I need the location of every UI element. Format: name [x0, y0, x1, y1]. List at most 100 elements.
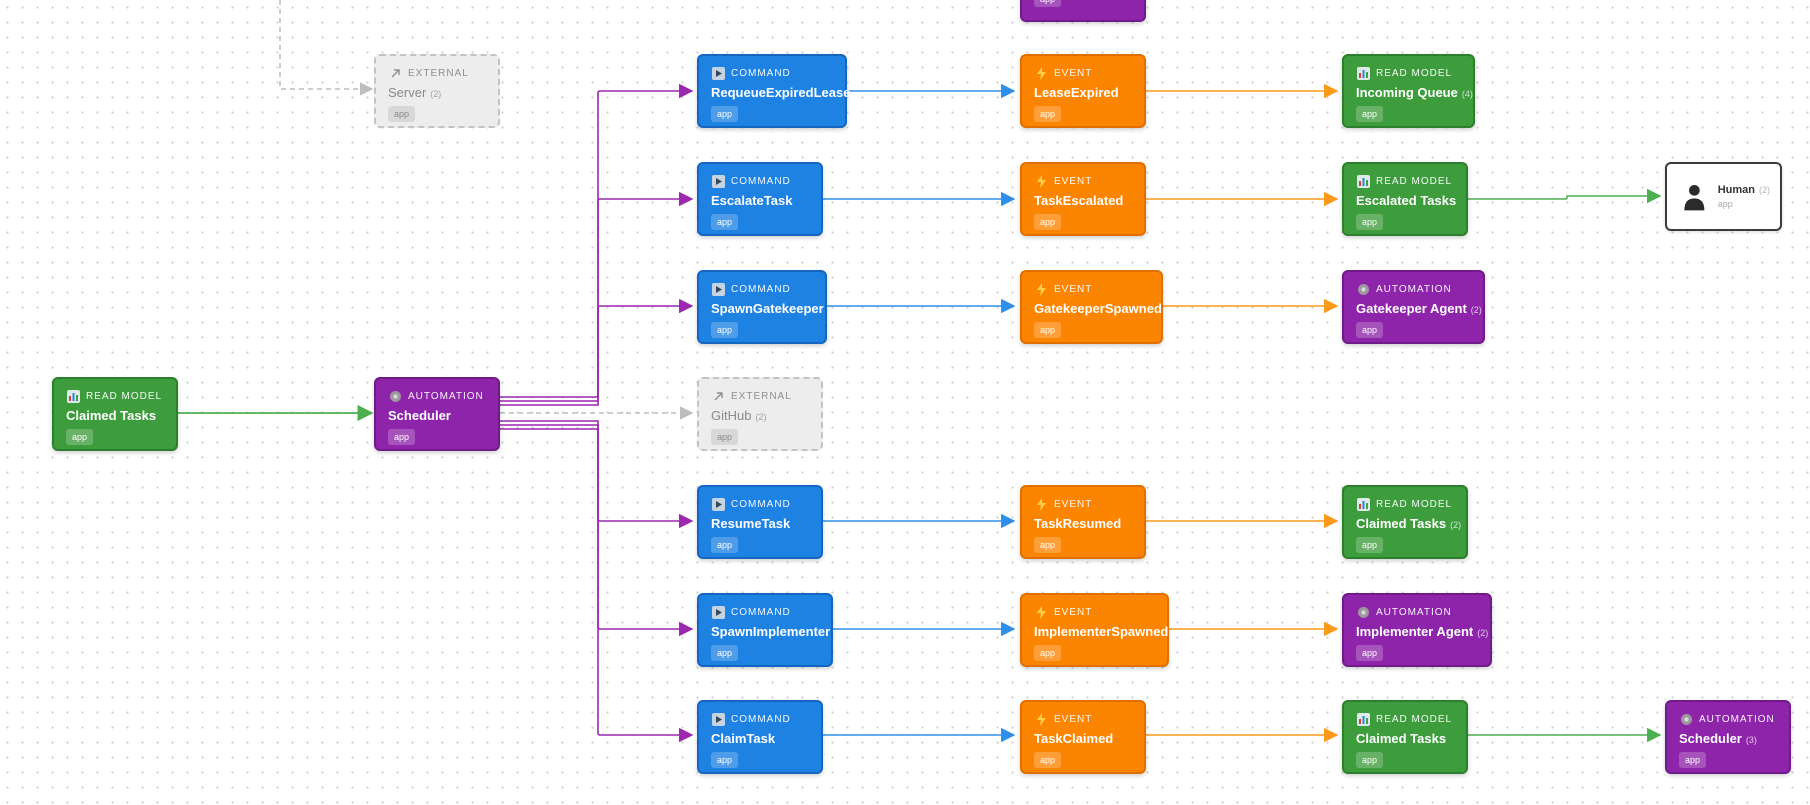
lightning-icon	[1034, 605, 1048, 619]
node-name: TaskResumed	[1034, 516, 1122, 531]
edge-sched-claim	[500, 428, 694, 743]
node-event-lease-expired[interactable]: EVENT LeaseExpired app	[1020, 54, 1146, 128]
node-title: Server(2)	[388, 85, 486, 100]
node-title: SpawnImplementer	[711, 624, 830, 639]
node-name: Scheduler	[1679, 731, 1742, 746]
node-title: SpawnGatekeeper	[711, 301, 824, 316]
node-count: (2)	[430, 89, 442, 99]
node-readmodel-claimed-tasks-left[interactable]: READ MODEL Claimed Tasks app	[52, 377, 178, 451]
node-type-row: EVENT	[1034, 65, 1132, 81]
node-badge: app	[711, 214, 739, 230]
node-badge: app	[388, 429, 416, 445]
node-title: Escalated Tasks	[1356, 193, 1457, 208]
bar-chart-icon	[1356, 497, 1370, 511]
node-readmodel-incoming-queue[interactable]: READ MODEL Incoming Queue(4) app	[1342, 54, 1475, 128]
node-type-row: COMMAND	[711, 281, 813, 297]
node-event-task-resumed[interactable]: EVENT TaskResumed app	[1020, 485, 1146, 559]
node-command-spawn-gatekeeper[interactable]: COMMAND SpawnGatekeeper app	[697, 270, 827, 344]
edge-sched-requeue	[500, 83, 694, 398]
node-readmodel-claimed-tasks[interactable]: READ MODEL Claimed Tasks app	[1342, 700, 1468, 774]
node-command-claim-task[interactable]: COMMAND ClaimTask app	[697, 700, 823, 774]
node-name: ClaimTask	[711, 731, 776, 746]
node-event-implementer-spawned[interactable]: EVENT ImplementerSpawned app	[1020, 593, 1169, 667]
node-command-spawn-implementer[interactable]: COMMAND SpawnImplementer app	[697, 593, 833, 667]
node-count: (2)	[755, 412, 767, 422]
node-name: Human	[1717, 184, 1755, 196]
node-type-label: AUTOMATION	[1699, 713, 1775, 725]
node-type-label: READ MODEL	[1376, 175, 1453, 187]
node-type-row: AUTOMATION	[1356, 281, 1471, 297]
node-type-label: COMMAND	[731, 606, 791, 618]
node-command-escalate-task[interactable]: COMMAND EscalateTask app	[697, 162, 823, 236]
node-automation-top[interactable]: app	[1020, 0, 1146, 22]
node-actor-human[interactable]: Human(2) app	[1665, 162, 1782, 231]
bar-chart-icon	[1356, 66, 1370, 80]
node-name: GatekeeperSpawned	[1034, 301, 1162, 316]
node-badge: app	[1034, 214, 1062, 230]
node-external-server[interactable]: EXTERNAL Server(2) app	[374, 54, 500, 128]
node-type-row: COMMAND	[711, 604, 819, 620]
node-badge: app	[1356, 106, 1384, 122]
arrow-up-right-icon	[711, 389, 725, 403]
node-count: (2)	[1470, 305, 1482, 315]
node-type-label: AUTOMATION	[408, 390, 484, 402]
node-event-gatekeeper-spawned[interactable]: EVENT GatekeeperSpawned app	[1020, 270, 1163, 344]
node-event-task-claimed[interactable]: EVENT TaskClaimed app	[1020, 700, 1146, 774]
node-event-task-escalated[interactable]: EVENT TaskEscalated app	[1020, 162, 1146, 236]
node-count: (3)	[1745, 735, 1757, 745]
node-title: Incoming Queue(4)	[1356, 85, 1473, 100]
node-name: EscalateTask	[711, 193, 793, 208]
node-automation-scheduler-3[interactable]: AUTOMATION Scheduler(3) app	[1665, 700, 1791, 774]
node-subtitle: app	[1717, 199, 1733, 209]
node-type-row: EXTERNAL	[388, 65, 486, 81]
arrow-up-right-icon	[388, 66, 402, 80]
node-automation-implementer-agent[interactable]: AUTOMATION Implementer Agent(2) app	[1342, 593, 1492, 667]
node-badge: app	[1356, 752, 1384, 768]
node-badge: app	[1679, 752, 1707, 768]
actor-content: Human(2) app	[1683, 164, 1770, 229]
node-type-label: READ MODEL	[1376, 713, 1453, 725]
node-type-row: COMMAND	[711, 711, 809, 727]
node-type-label: AUTOMATION	[1376, 606, 1452, 618]
node-badge: app	[711, 645, 739, 661]
node-type-row: EVENT	[1034, 604, 1155, 620]
node-readmodel-escalated-tasks[interactable]: READ MODEL Escalated Tasks app	[1342, 162, 1468, 236]
node-type-row: COMMAND	[711, 65, 833, 81]
node-badge: app	[1034, 106, 1062, 122]
actor-text: Human(2) app	[1718, 184, 1770, 209]
node-command-requeue-expired-lease[interactable]: COMMAND RequeueExpiredLease app	[697, 54, 850, 128]
node-automation-gatekeeper-agent[interactable]: AUTOMATION Gatekeeper Agent(2) app	[1342, 270, 1485, 344]
node-title: ResumeTask	[711, 516, 809, 531]
node-external-github[interactable]: EXTERNAL GitHub(2) app	[697, 377, 823, 451]
node-automation-scheduler[interactable]: AUTOMATION Scheduler app	[374, 377, 500, 451]
node-title: Gatekeeper Agent(2)	[1356, 301, 1482, 316]
node-type-row: AUTOMATION	[1679, 711, 1777, 727]
node-badge: app	[711, 752, 739, 768]
node-title: Claimed Tasks	[66, 408, 164, 423]
lightning-icon	[1034, 66, 1048, 80]
node-title: TaskResumed	[1034, 516, 1132, 531]
node-command-resume-task[interactable]: COMMAND ResumeTask app	[697, 485, 823, 559]
node-title: Implementer Agent(2)	[1356, 624, 1488, 639]
node-name: SpawnImplementer	[711, 624, 831, 639]
node-type-label: READ MODEL	[86, 390, 163, 402]
node-title: Scheduler	[388, 408, 486, 423]
node-type-row: EXTERNAL	[711, 388, 809, 404]
node-title: EscalateTask	[711, 193, 809, 208]
node-name: Escalated Tasks	[1356, 193, 1457, 208]
node-name: Gatekeeper Agent	[1356, 301, 1467, 316]
node-type-label: READ MODEL	[1376, 67, 1453, 79]
edge-escalated-human	[1468, 188, 1662, 204]
play-icon	[711, 66, 725, 80]
node-title: Claimed Tasks(2)	[1356, 516, 1461, 531]
node-title: RequeueExpiredLease	[711, 85, 850, 100]
node-type-label: COMMAND	[731, 283, 791, 295]
node-count: (4)	[1461, 89, 1473, 99]
node-readmodel-claimed-tasks-2[interactable]: READ MODEL Claimed Tasks(2) app	[1342, 485, 1468, 559]
node-name: Scheduler	[388, 408, 451, 423]
node-badge: app	[1356, 214, 1384, 230]
node-badge: app	[1356, 645, 1384, 661]
node-type-label: READ MODEL	[1376, 498, 1453, 510]
play-icon	[711, 497, 725, 511]
node-type-label: EVENT	[1054, 713, 1093, 725]
